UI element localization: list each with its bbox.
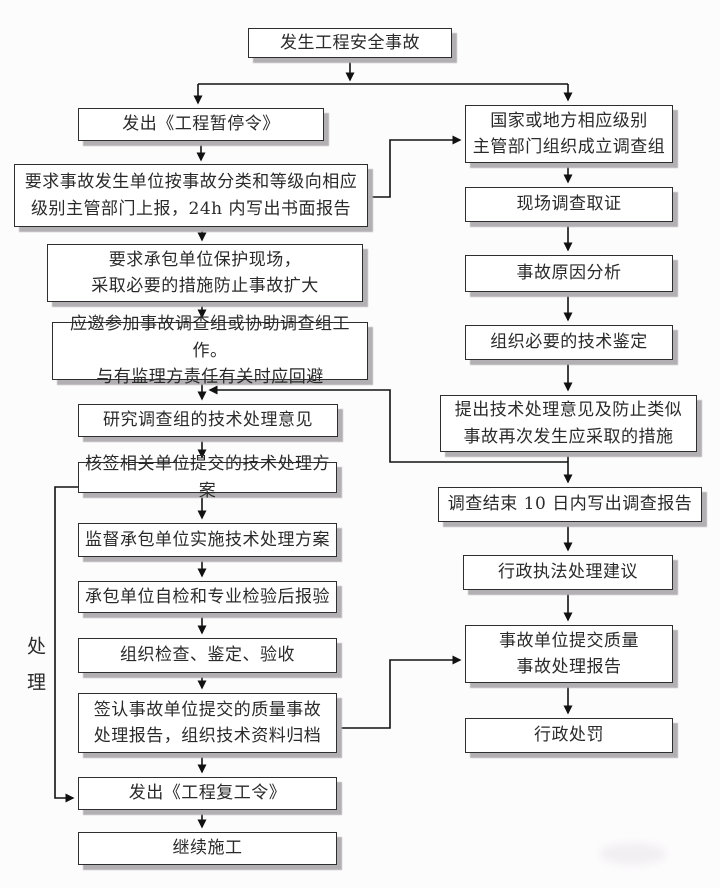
node-contractor-self-inspection: 承包单位自检和专业检验后报验 (78, 581, 337, 613)
side-label-handling: 处理 (24, 636, 46, 708)
node-sign-accident-report-archive: 签认事故单位提交的质量事故 处理报告，组织技术资料归档 (78, 693, 337, 753)
node-cause-analysis: 事故原因分析 (465, 255, 673, 292)
edge-countersign-to-resume-order (54, 486, 78, 803)
edge-propose-to-study-opinions (208, 385, 568, 463)
node-site-investigation: 现场调查取证 (465, 187, 673, 222)
node-issue-resume-order: 发出《工程复工令》 (78, 777, 337, 810)
node-report-to-authority: 要求事故发生单位按事故分类和等级向相应 级别主管部门上报，24h 内写出书面报告 (14, 164, 368, 227)
node-authority-form-investigation-team: 国家或地方相应级别 主管部门组织成立调查组 (465, 105, 673, 163)
node-issue-suspension-order: 发出《工程暂停令》 (78, 108, 324, 141)
node-continue-construction: 继续施工 (78, 832, 337, 865)
node-administrative-enforcement-suggestion: 行政执法处理建议 (463, 555, 673, 590)
node-countersign-technical-plan: 核签相关单位提交的技术处理方案 (78, 454, 337, 501)
watermark (600, 843, 666, 865)
node-study-technical-opinions: 研究调查组的技术处理意见 (78, 404, 338, 437)
node-join-investigation-team: 应邀参加事故调查组或协助调查组工作。 与有监理方责任有关时应回避 (52, 314, 368, 387)
node-administrative-penalty: 行政处罚 (465, 718, 673, 753)
edge-report-to-authority-team (368, 135, 462, 198)
node-unit-submit-quality-report: 事故单位提交质量 事故处理报告 (465, 625, 673, 683)
node-investigation-report-10-days: 调查结束 10 日内写出调查报告 (438, 487, 702, 522)
edge-sign-archive-to-unit-report (337, 655, 462, 729)
node-supervise-implementation: 监督承包单位实施技术处理方案 (78, 523, 337, 557)
node-propose-technical-opinions: 提出技术处理意见及防止类似 事故再次发生应采取的措施 (440, 395, 697, 452)
node-technical-appraisal: 组织必要的技术鉴定 (465, 325, 673, 360)
node-protect-site: 要求承包单位保护现场， 采取必要的措施防止事故扩大 (47, 244, 363, 302)
node-accident-occurs: 发生工程安全事故 (248, 28, 452, 58)
node-organize-inspection-acceptance: 组织检查、鉴定、验收 (78, 638, 337, 673)
